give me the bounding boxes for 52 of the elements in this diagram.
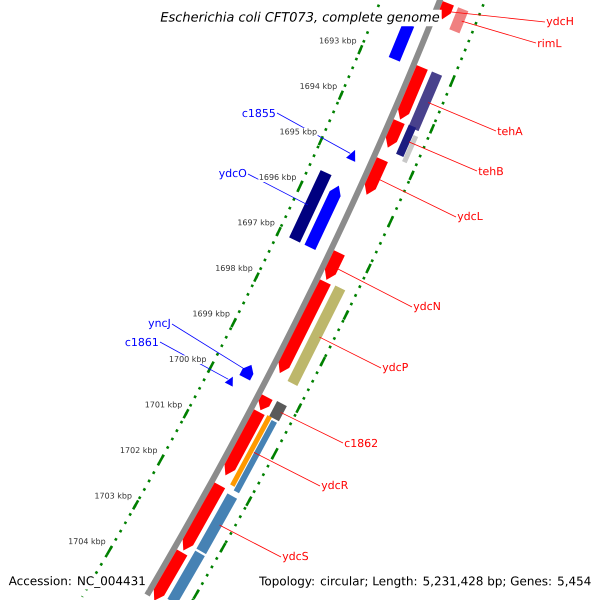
genome-info-text: Topology: circular; Length: 5,231,428 bp; Genes: 5,454 [258,574,593,590]
gene-block [449,7,468,34]
gene-label: rimL [538,38,562,48]
gene-block [396,124,416,157]
leader-line [335,267,412,308]
gene-block [224,376,233,387]
gene-block [324,250,345,280]
leader-line [408,142,478,172]
gene-block [346,150,356,162]
gene-block [230,415,272,487]
gene-block [386,119,405,148]
gene-block [408,72,442,132]
leader-line [376,178,456,218]
gene-block [398,65,428,120]
leader-line [219,524,282,558]
gene-label: ydcS [282,552,308,562]
gene-label: yncJ [148,318,170,330]
gene-label: c1861 [126,338,158,346]
gene-label: c1862 [344,438,378,448]
gene-label: ydcN [414,302,440,312]
leader-line [248,174,308,206]
gene-block [440,1,454,20]
gene-label: tehA [498,126,523,136]
gene-block [269,401,287,422]
gene-block [196,493,238,554]
gene-block [182,482,226,550]
gene-label: c1855 [242,108,275,118]
gene-block [154,550,188,600]
gene-label: ydcO [219,168,246,180]
gene-block [239,364,254,381]
gene-block [402,135,418,164]
gene-block [258,394,273,410]
leader-line [461,20,536,44]
gene-label: ydcP [382,362,408,374]
gene-block [167,550,205,600]
gene-block [364,157,388,195]
gene-block [304,186,341,250]
gene-label: ydcH [546,16,573,28]
gene-label: tehB [478,166,503,176]
leader-line [172,324,246,370]
leader-line [280,412,344,444]
leader-line [428,102,496,132]
gene-block [278,279,331,374]
accession-text: Accession: NC_004431 [7,574,148,590]
leader-line [253,452,320,486]
leader-line [319,336,382,368]
gene-block [288,286,346,386]
gene-label: ydcR [322,480,348,492]
gene-block [234,420,277,494]
gene-block [224,409,265,476]
gene-label: ydcL [458,212,483,222]
title: Escherichia coli CFT073, complete genome [158,10,442,26]
